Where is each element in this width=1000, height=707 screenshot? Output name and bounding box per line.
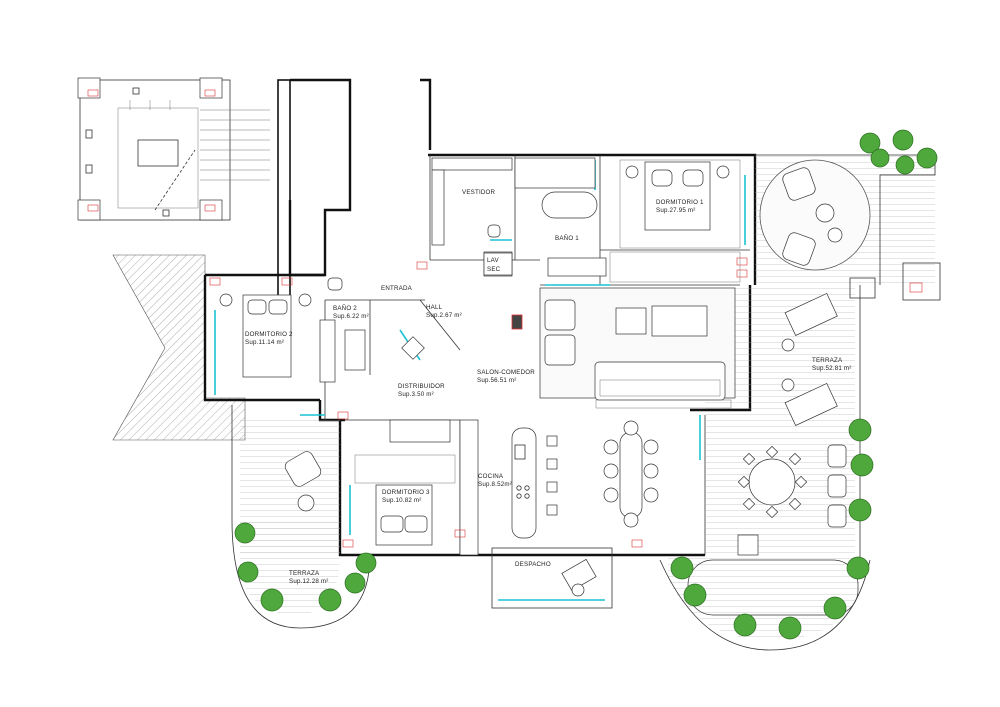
bath2-fixtures xyxy=(327,277,366,371)
terraza-east-label: TERRAZA xyxy=(812,357,843,364)
roof-area xyxy=(112,254,246,441)
dormitorio3-label: DORMITORIO 3 xyxy=(382,489,430,496)
hall-area: Sup.2.67 m² xyxy=(426,312,462,319)
washer-label: LAV xyxy=(487,257,500,264)
terraza-sw-label: TERRAZA xyxy=(289,570,320,577)
dormitorio2-area: Sup.11.14 m² xyxy=(245,339,284,346)
wardrobes xyxy=(319,157,513,443)
bano2-area: Sup.6.22 m² xyxy=(333,313,369,320)
stair-core xyxy=(77,77,291,351)
planting xyxy=(234,129,938,640)
dormitorio1-area: Sup.27.95 m² xyxy=(656,207,696,214)
master-bed xyxy=(609,159,741,283)
entrada-label: ENTRADA xyxy=(381,285,413,292)
terraza-sw-area: Sup.12.28 m² xyxy=(289,578,329,585)
kitchen-units xyxy=(459,419,558,556)
salon-area: Sup.56.51 m² xyxy=(477,377,517,384)
distribuidor-label: DISTRIBUIDOR xyxy=(398,383,445,390)
cocina-area: Sup.8.52m² xyxy=(478,481,512,488)
bano1-label: BAÑO 1 xyxy=(555,235,579,242)
vestidor-label: VESTIDOR xyxy=(462,189,496,196)
round-deck xyxy=(759,159,871,271)
despacho-desk xyxy=(561,558,597,597)
despacho-room xyxy=(491,547,613,609)
terrace-pillar xyxy=(902,262,941,301)
dining-table xyxy=(603,420,659,528)
bedroom2-bed xyxy=(219,293,312,378)
outdoor-dining xyxy=(737,444,847,556)
laundry-box: LAV SEC xyxy=(483,252,513,276)
dryer-label: SEC xyxy=(487,266,501,273)
entry-mat xyxy=(511,314,523,330)
terrace-chair-west xyxy=(284,451,322,512)
planter-box xyxy=(849,277,876,299)
bano2-label: BAÑO 2 xyxy=(333,305,357,312)
cocina-label: COCINA xyxy=(478,473,504,480)
salon-label: SALON-COMEDOR xyxy=(477,369,535,376)
bath1-fixtures xyxy=(483,157,607,277)
column-markers xyxy=(87,89,923,548)
despacho-label: DESPACHO xyxy=(515,561,551,568)
bedroom3-bed xyxy=(354,454,456,546)
hall-label: HALL xyxy=(426,304,443,311)
hall-console xyxy=(401,336,425,360)
dormitorio3-area: Sup.10.82 m² xyxy=(382,497,422,504)
dormitorio1-label: DORMITORIO 1 xyxy=(656,199,704,206)
terraza-east-area: Sup.52.81 m² xyxy=(812,365,852,372)
lounge-furniture xyxy=(687,167,859,616)
distribuidor-area: Sup.3.50 m² xyxy=(398,391,434,398)
salon-furniture xyxy=(539,287,736,409)
dormitorio2-label: DORMITORIO 2 xyxy=(245,331,293,338)
